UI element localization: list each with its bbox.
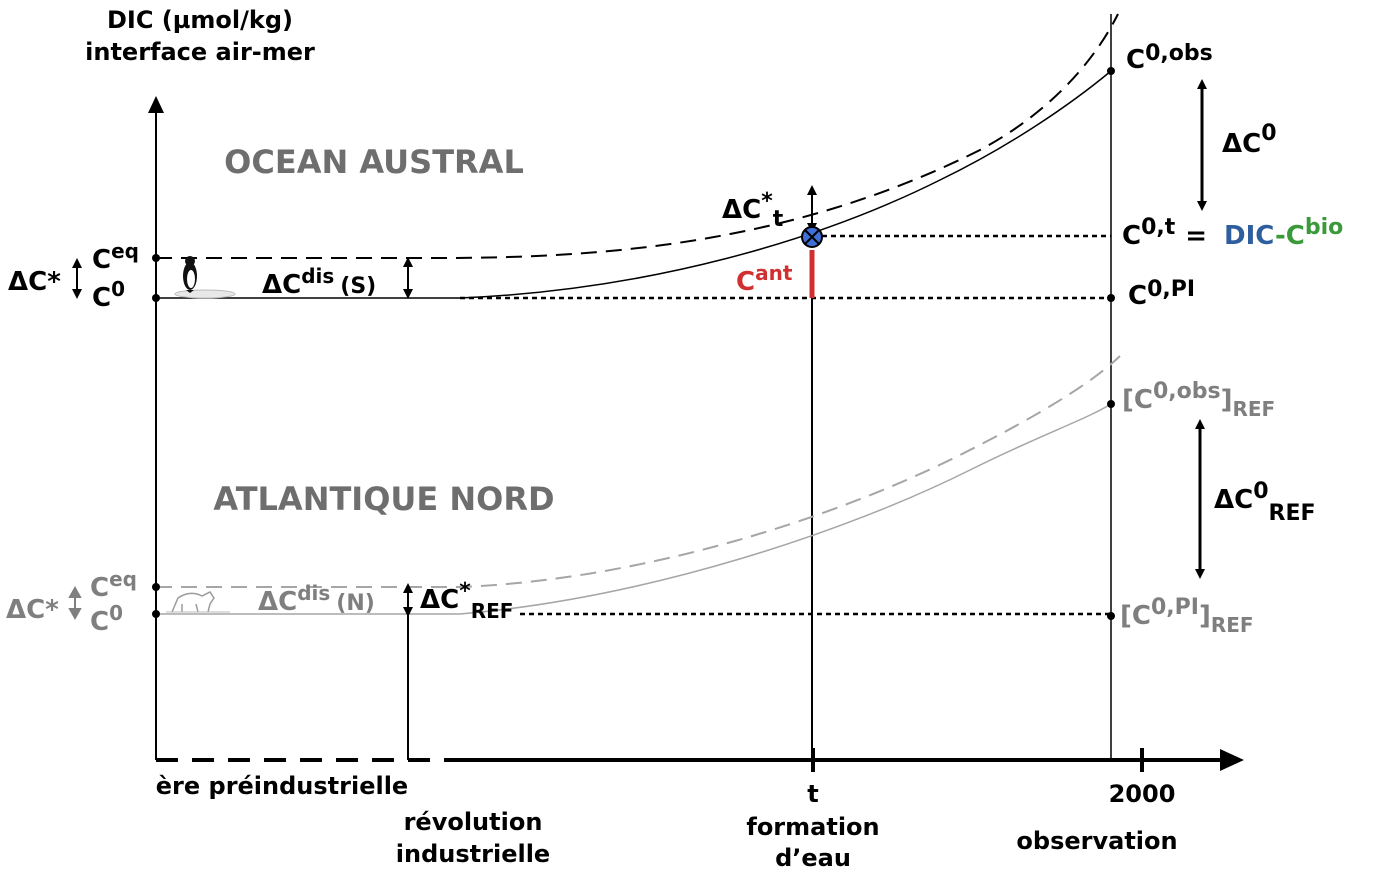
double-arrows xyxy=(72,79,1207,617)
data-dots xyxy=(152,67,1115,620)
x-label-revolution-line2: industrielle xyxy=(396,840,550,868)
delta-c0-ref-label: ΔC0REF xyxy=(1214,479,1316,526)
dic-cbio-label: DIC-Cbio xyxy=(1224,215,1343,251)
south-c0-curve xyxy=(156,70,1112,299)
south-delta-c-dis-label: ΔCdis(S) xyxy=(262,264,376,300)
north-delta-c-star-arrow xyxy=(68,585,82,621)
x-label-observation: observation xyxy=(1016,827,1177,855)
north-delta-c-star: ΔC* xyxy=(6,595,59,625)
x-label-2000: 2000 xyxy=(1109,780,1176,808)
region-title-north: ATLANTIQUE NORD xyxy=(213,480,554,518)
region-title-south: OCEAN AUSTRAL xyxy=(224,143,524,181)
north-ceq-label: Ceq xyxy=(90,567,137,603)
penguin-icon xyxy=(174,256,236,299)
north-delta-c-dis-label: ΔCdis(N) xyxy=(258,581,375,617)
c0-obs-ref-label: [C0,obs]REF xyxy=(1122,379,1275,421)
y-axis-title: DIC (µmol/kg) xyxy=(107,6,293,34)
south-delta-c-star: ΔC* xyxy=(8,267,61,297)
y-axis-subtitle: interface air-mer xyxy=(85,38,315,66)
north-ceq-curve xyxy=(156,355,1121,588)
south-ceq-curve xyxy=(156,13,1119,259)
x-axis xyxy=(156,748,1244,772)
c0-t-label: C0,t= xyxy=(1122,215,1207,251)
crossed-circle-icon xyxy=(801,226,823,248)
north-c0-label: C0 xyxy=(90,601,123,637)
c0-pi-label: C0,PI xyxy=(1128,277,1195,311)
x-label-preindustrial: ère préindustrielle xyxy=(156,772,408,800)
c0-pi-ref-label: [C0,PI]REF xyxy=(1120,595,1254,637)
cant-label: Cant xyxy=(736,261,793,297)
south-ceq-label: Ceq xyxy=(92,239,139,275)
delta-c-star-ref-label: ΔC*REF xyxy=(420,579,513,623)
north-c0-curve xyxy=(156,403,1112,615)
x-label-revolution-line1: révolution xyxy=(404,808,543,836)
delta-c-star-t-label: ΔC*t xyxy=(722,189,784,232)
x-label-formation-line2: d’eau xyxy=(775,844,851,870)
x-label-formation-line1: formation xyxy=(746,813,879,841)
c0-obs-label: C0,obs xyxy=(1126,41,1213,75)
x-label-t: t xyxy=(807,780,818,808)
south-c0-label: C0 xyxy=(92,277,125,313)
delta-c0-label: ΔC0 xyxy=(1222,121,1277,159)
polar-bear-icon xyxy=(166,591,230,613)
y-axis xyxy=(148,96,164,760)
